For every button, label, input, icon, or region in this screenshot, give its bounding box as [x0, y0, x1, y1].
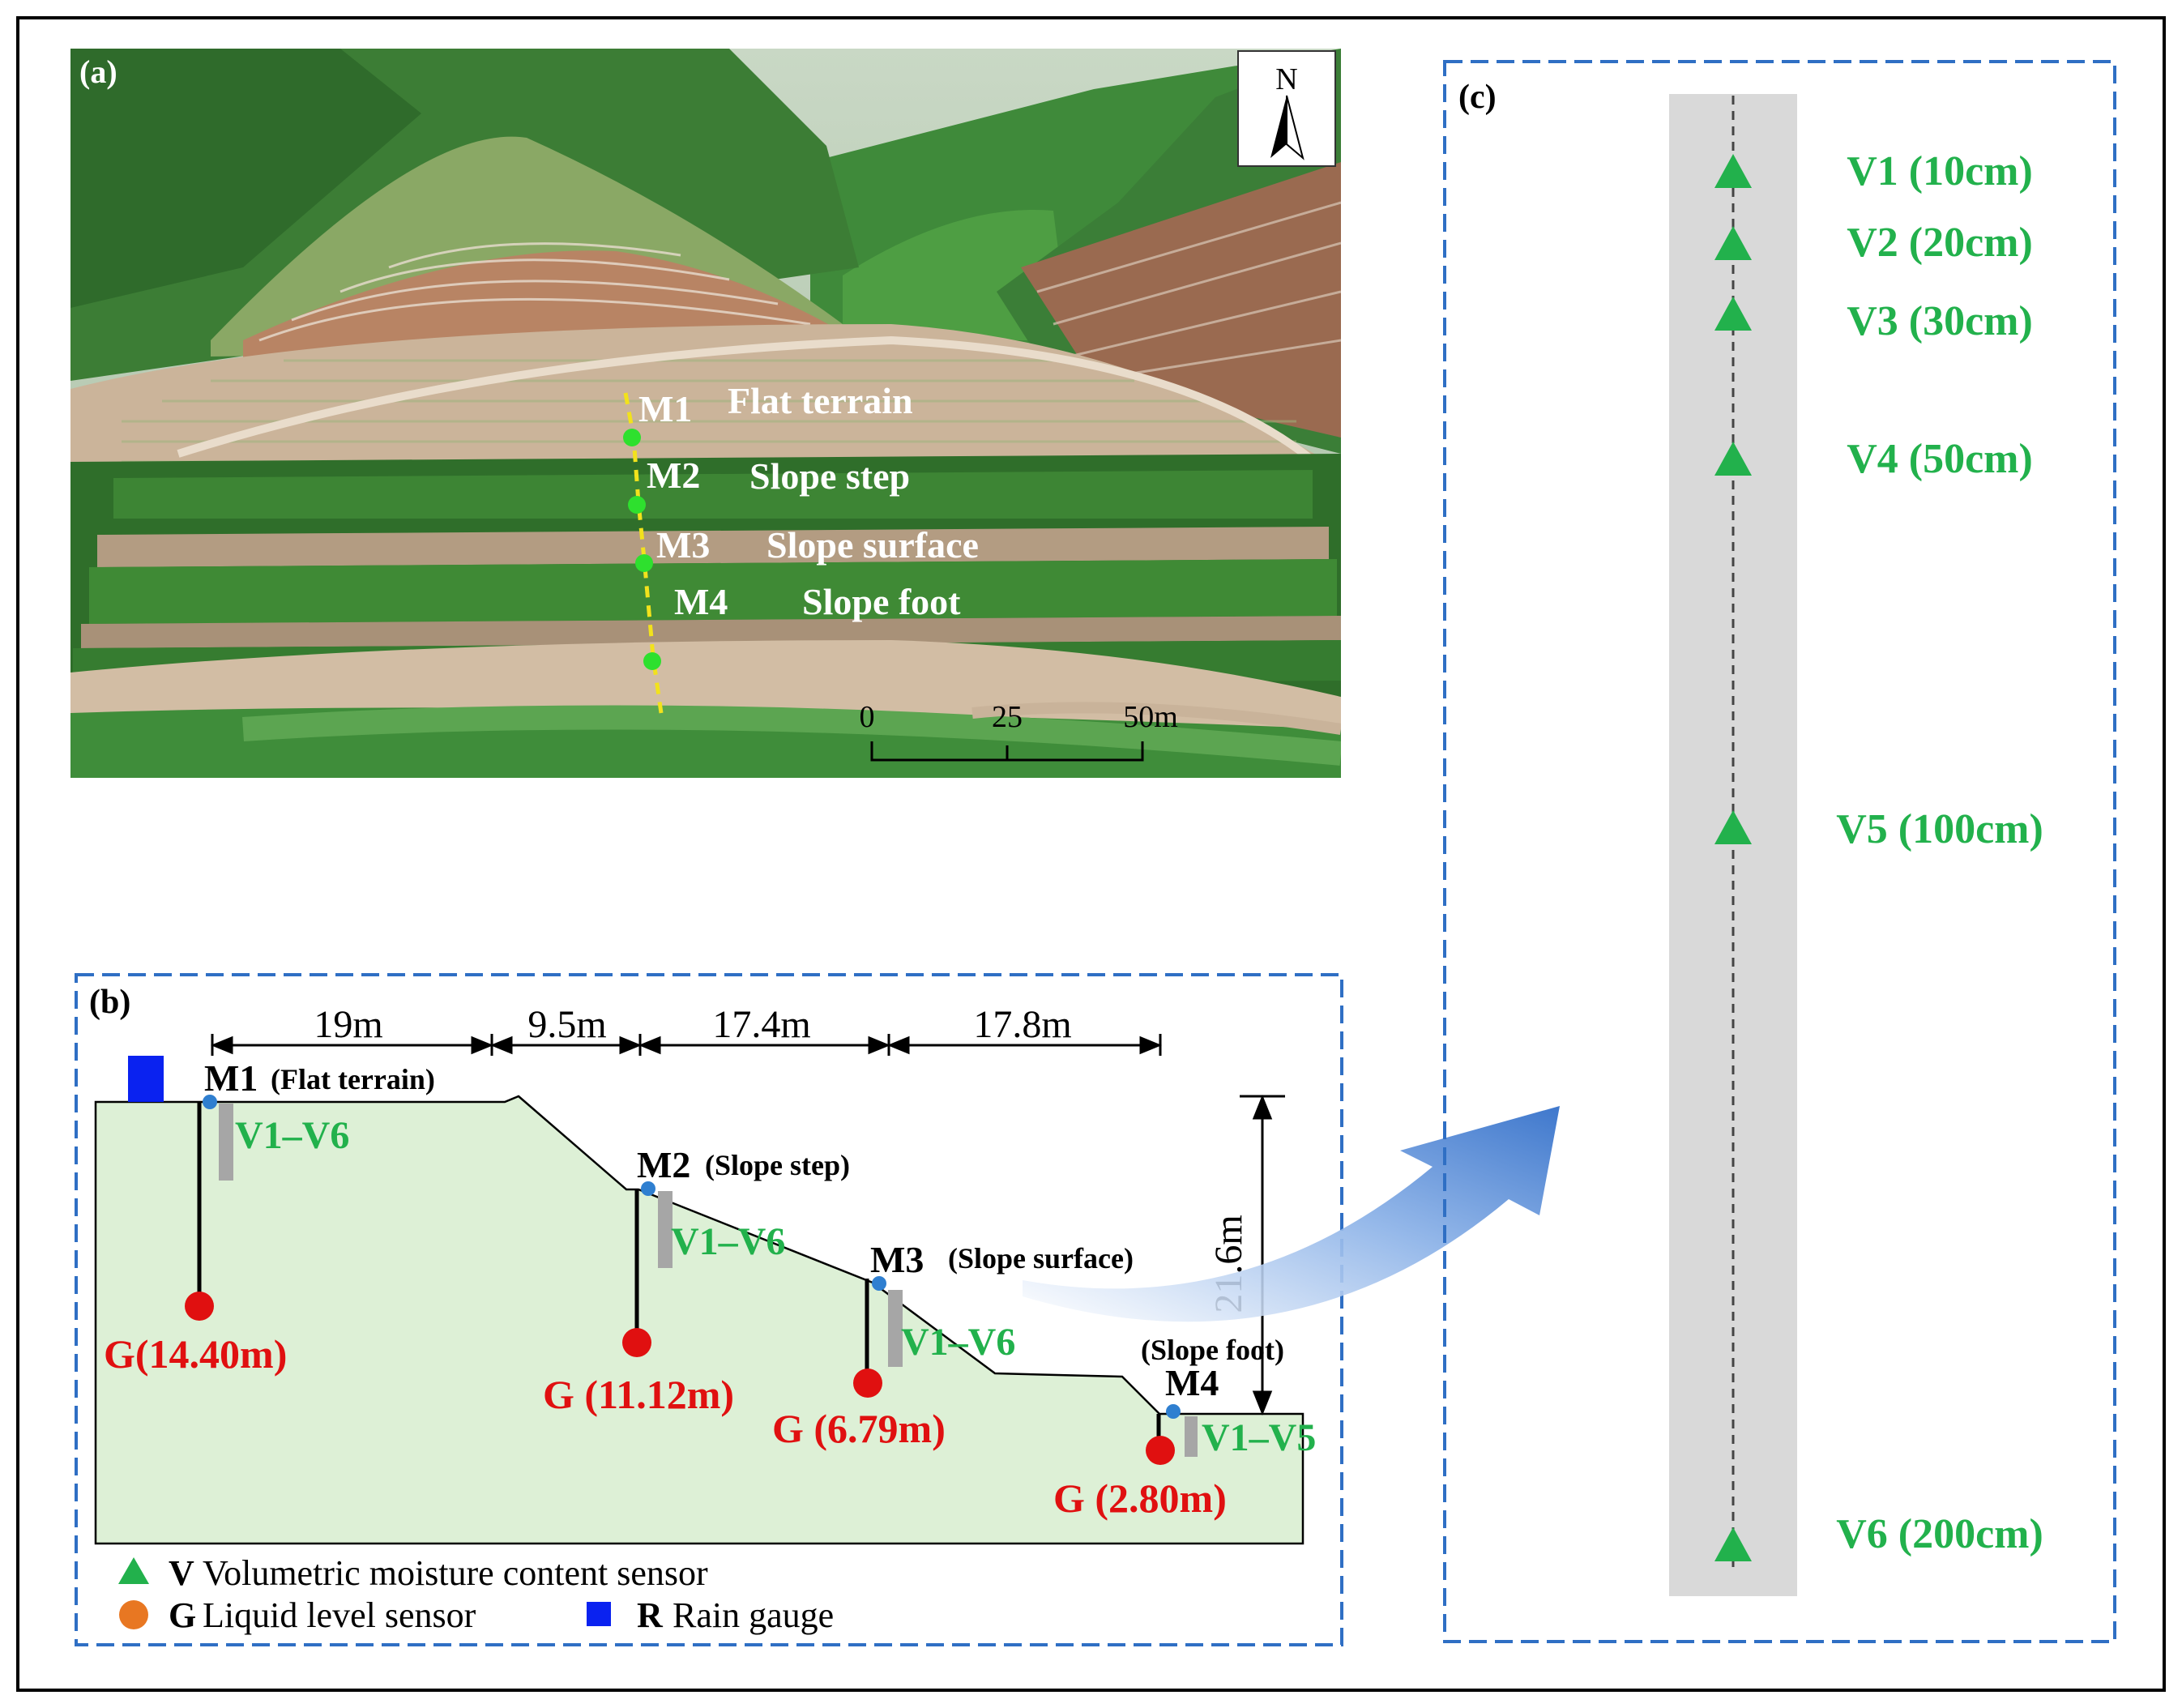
station-m4-desc: (Slope foot)	[1141, 1334, 1284, 1366]
photo-m1-id: M1	[638, 388, 692, 429]
station-m1-gauge: G(14.40m)	[104, 1331, 287, 1377]
panel-c-label: (c)	[1458, 79, 1497, 116]
station-m4-sensors: V1–V5	[1202, 1416, 1316, 1459]
station-m3-gauge: G (6.79m)	[772, 1406, 946, 1451]
sensor-v4-label: V4 (50cm)	[1847, 436, 2033, 482]
photo-m3-id: M3	[656, 524, 710, 566]
legend-r-key: R	[637, 1595, 664, 1635]
station-m3-id: M3	[870, 1239, 924, 1280]
scale-tick-50: 50m	[1123, 700, 1178, 734]
sensor-v3-icon	[1714, 297, 1752, 331]
station-m2-gauge: G (11.12m)	[543, 1372, 734, 1417]
distance-label-4: 17.8m	[973, 1003, 1071, 1046]
sensor-v2-label: V2 (20cm)	[1847, 220, 2033, 266]
station-m4: (Slope foot) M4 V1–V5 G (2.80m)	[1053, 1334, 1316, 1521]
photo-m3-desc: Slope surface	[766, 524, 979, 566]
sensor-v6-label: V6 (200cm)	[1836, 1511, 2043, 1557]
sensor-v1-icon	[1714, 154, 1752, 188]
rain-gauge-icon	[128, 1056, 164, 1102]
sensor-v5-label: V5 (100cm)	[1836, 806, 2043, 852]
station-m2-sensors: V1–V6	[671, 1220, 785, 1263]
scale-tick-0: 0	[860, 700, 875, 734]
column-sensors	[1714, 154, 1752, 1561]
photo-m4-desc: Slope foot	[802, 581, 961, 622]
legend-g-key: G	[169, 1595, 196, 1635]
station-m2: M2 (Slope step) V1–V6 G (11.12m)	[543, 1144, 850, 1417]
distance-label-3: 17.4m	[712, 1003, 810, 1046]
sensor-v3-label: V3 (30cm)	[1847, 298, 2033, 344]
legend-square-icon	[587, 1602, 611, 1626]
photo-point-m4	[643, 652, 661, 670]
legend-r-text: Rain gauge	[673, 1595, 834, 1635]
station-m1-id: M1	[204, 1057, 258, 1099]
photo-point-labels: M1 Flat terrain M2 Slope step M3 Slope s…	[638, 380, 979, 622]
scale-tick-25: 25	[992, 700, 1023, 734]
distance-label-2: 9.5m	[527, 1003, 606, 1046]
station-m1: M1 (Flat terrain) V1–V6 G(14.40m)	[104, 1057, 435, 1377]
sensor-v6-icon	[1714, 1527, 1752, 1561]
connector-arrow	[1023, 1106, 1560, 1322]
legend-circle-icon	[119, 1600, 148, 1629]
station-m4-id: M4	[1165, 1362, 1219, 1403]
station-m1-desc: (Flat terrain)	[271, 1063, 435, 1095]
legend-v-key: V	[169, 1553, 194, 1593]
distance-arrows	[211, 1034, 1162, 1056]
sensor-v5-icon	[1714, 810, 1752, 844]
photo-m2-id: M2	[647, 455, 700, 496]
photo-point-m3	[635, 554, 653, 572]
panel-b: (b) 19m 9.5m 17.4m 17.8m	[75, 973, 1343, 1646]
station-m4-gauge: G (2.80m)	[1053, 1475, 1227, 1521]
sensor-v2-icon	[1714, 226, 1752, 260]
photo-point-m1	[623, 429, 641, 446]
panel-b-label: (b)	[89, 984, 130, 1021]
legend-g-text: Liquid level sensor	[203, 1595, 476, 1635]
station-m3-desc: (Slope surface)	[948, 1242, 1134, 1275]
panel-a-photo: (a) M1 Flat terrain M2 Slope step M3 Slo…	[70, 49, 1341, 778]
station-m3: M3 (Slope surface) V1–V6 G (6.79m)	[772, 1239, 1134, 1451]
photo-m2-desc: Slope step	[749, 455, 910, 497]
sensor-v1-label: V1 (10cm)	[1847, 148, 2033, 194]
scale-bar: 0 25 50m	[860, 700, 1178, 762]
photo-point-m2	[628, 496, 646, 514]
figure-frame	[16, 16, 2166, 1692]
distance-label-1: 19m	[314, 1003, 382, 1046]
north-arrow-letter: N	[1275, 62, 1297, 96]
column-sensor-labels: V1 (10cm) V2 (20cm) V3 (30cm) V4 (50cm) …	[1836, 148, 2043, 1557]
photo-m4-id: M4	[674, 581, 728, 622]
station-m1-sensors: V1–V6	[235, 1114, 349, 1157]
station-m2-id: M2	[637, 1144, 690, 1185]
slope-profile	[94, 1095, 1305, 1545]
photo-m1-desc: Flat terrain	[728, 380, 913, 421]
panel-a-label: (a)	[79, 53, 117, 90]
north-arrow: N	[1237, 50, 1336, 167]
panel-c-frame	[1443, 60, 2116, 1643]
panel-b-frame	[75, 973, 1343, 1646]
legend-triangle-icon	[118, 1557, 149, 1584]
station-m2-desc: (Slope step)	[705, 1149, 850, 1181]
panel-c: (c) V1 (10cm) V2 (20cm) V3 (30cm) V4 (50…	[1443, 60, 2116, 1643]
legend: V Volumetric moisture content sensor G L…	[118, 1553, 834, 1635]
legend-v-text: Volumetric moisture content sensor	[203, 1553, 708, 1593]
height-arrow	[1240, 1094, 1285, 1416]
sensor-v4-icon	[1714, 442, 1752, 476]
station-m3-sensors: V1–V6	[901, 1321, 1015, 1364]
